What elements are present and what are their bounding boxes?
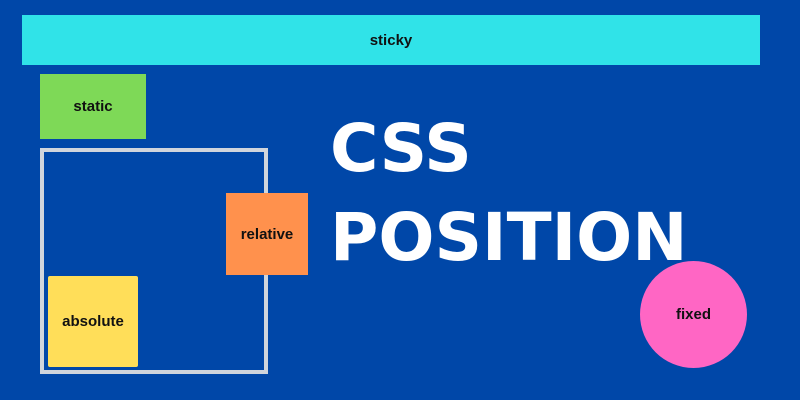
sticky-box: sticky [22,15,760,65]
relative-label: relative [240,225,294,243]
static-label: static [73,98,113,115]
static-box: static [40,74,146,139]
absolute-box: absolute [48,276,138,367]
sticky-label: sticky [369,31,413,49]
fixed-circle: fixed [640,261,747,368]
fixed-label: fixed [675,306,711,323]
title-line-css: CSS [330,110,472,187]
title-heading: CSS POSITION [330,104,688,282]
relative-box: relative [226,193,308,275]
absolute-label: absolute [62,313,124,330]
title-line-position: POSITION [330,199,688,276]
